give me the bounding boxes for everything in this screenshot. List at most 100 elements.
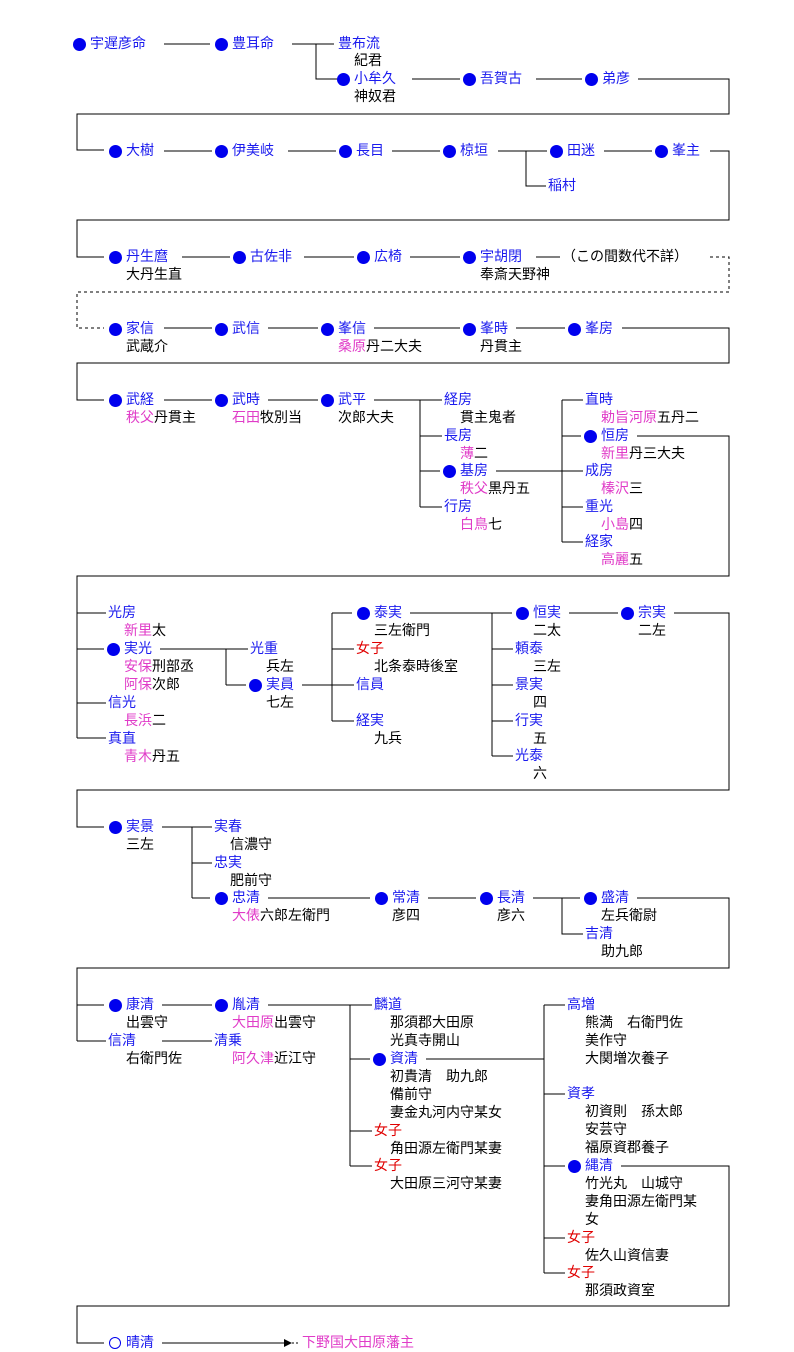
person-label: 稲村 bbox=[548, 177, 576, 195]
label-segment: 宗実 bbox=[638, 605, 666, 621]
label-segment: 勅旨河原 bbox=[601, 410, 657, 426]
label-segment: 胤清 bbox=[232, 997, 260, 1013]
person-label: 佐久山資信妻 bbox=[585, 1247, 669, 1265]
label-segment: 五 bbox=[629, 552, 643, 568]
person-label: 小島四 bbox=[601, 516, 643, 534]
label-segment: 五丹二 bbox=[657, 410, 699, 426]
person-label: 大関増次養子 bbox=[585, 1050, 669, 1068]
person-label: 福原資郡養子 bbox=[585, 1139, 669, 1157]
label-segment: 実景 bbox=[126, 819, 154, 835]
lineage-dot-icon bbox=[357, 607, 370, 620]
person-label: 三左 bbox=[533, 658, 561, 676]
label-segment: 那須政資室 bbox=[585, 1283, 655, 1299]
label-segment: 刑部丞 bbox=[152, 659, 194, 675]
person-label: 峯房 bbox=[585, 320, 613, 338]
lineage-dot-icon bbox=[480, 892, 493, 905]
person-label: 常清 bbox=[392, 889, 420, 907]
label-segment: 女子 bbox=[567, 1265, 595, 1281]
person-label: 大樹 bbox=[126, 142, 154, 160]
lineage-dot-icon bbox=[109, 394, 122, 407]
person-label: 神奴君 bbox=[354, 88, 396, 106]
person-label: 高麗五 bbox=[601, 551, 643, 569]
label-segment: 縄清 bbox=[585, 1158, 613, 1174]
person-label: 女子 bbox=[374, 1157, 402, 1175]
label-segment: 忠実 bbox=[214, 855, 242, 871]
lineage-dot-icon bbox=[373, 1053, 386, 1066]
label-segment: 実員 bbox=[266, 677, 294, 693]
label-segment: 長目 bbox=[356, 143, 384, 159]
person-label: 大丹生直 bbox=[126, 266, 182, 284]
person-label: 直時 bbox=[585, 391, 613, 409]
person-label: 女子 bbox=[567, 1264, 595, 1282]
label-segment: 備前守 bbox=[390, 1087, 432, 1103]
label-segment: 経房 bbox=[444, 392, 472, 408]
label-segment: 光真寺開山 bbox=[390, 1033, 460, 1049]
label-segment: 安保 bbox=[124, 659, 152, 675]
lineage-dot-icon bbox=[516, 607, 529, 620]
label-segment: 稲村 bbox=[548, 178, 576, 194]
label-segment: 家信 bbox=[126, 321, 154, 337]
person-label: 信清 bbox=[108, 1032, 136, 1050]
person-label: 武経 bbox=[126, 391, 154, 409]
label-segment: 下野国大田原藩主 bbox=[302, 1335, 414, 1351]
label-segment: 信員 bbox=[356, 677, 384, 693]
label-segment: 峯主 bbox=[672, 143, 700, 159]
person-label: 吉清 bbox=[585, 925, 613, 943]
person-label: 女子 bbox=[356, 640, 384, 658]
label-segment: 行房 bbox=[444, 499, 472, 515]
lineage-dot-icon bbox=[109, 999, 122, 1012]
label-segment: 六 bbox=[533, 766, 547, 782]
person-label: 女子 bbox=[374, 1122, 402, 1140]
person-label: 九兵 bbox=[374, 730, 402, 748]
person-label: 行房 bbox=[444, 498, 472, 516]
person-label: 石田牧別当 bbox=[232, 409, 302, 427]
label-segment: 二左 bbox=[638, 623, 666, 639]
person-label: 宇遅彦命 bbox=[90, 35, 146, 53]
label-segment: 新里 bbox=[601, 446, 629, 462]
label-segment: 秩父 bbox=[460, 481, 488, 497]
label-segment: 肥前守 bbox=[230, 873, 272, 889]
lineage-dot-icon bbox=[73, 38, 86, 51]
label-segment: 泰実 bbox=[374, 605, 402, 621]
person-label: 経家 bbox=[585, 533, 613, 551]
label-segment: 丹五 bbox=[152, 749, 180, 765]
person-label: 高増 bbox=[567, 996, 595, 1014]
person-label: 椋垣 bbox=[460, 142, 488, 160]
lineage-dot-icon bbox=[109, 251, 122, 264]
person-label: 那須郡大田原 bbox=[390, 1014, 474, 1032]
person-label: 女子 bbox=[567, 1229, 595, 1247]
lineage-dot-icon bbox=[233, 251, 246, 264]
label-segment: 峯時 bbox=[480, 321, 508, 337]
label-segment: 長房 bbox=[444, 428, 472, 444]
person-label: 丹貫主 bbox=[480, 338, 522, 356]
person-label: 忠清 bbox=[232, 889, 260, 907]
person-label: 基房 bbox=[460, 462, 488, 480]
label-segment: 妻角田源左衛門某 bbox=[585, 1194, 697, 1210]
label-segment: 基房 bbox=[460, 463, 488, 479]
lineage-dot-icon bbox=[215, 394, 228, 407]
label-segment: 二 bbox=[152, 713, 166, 729]
person-label: 行実 bbox=[515, 712, 543, 730]
label-segment: 大田原三河守某妻 bbox=[390, 1176, 502, 1192]
lineage-dot-icon bbox=[463, 251, 476, 264]
person-label: 峯時 bbox=[480, 320, 508, 338]
label-segment: 丹貫主 bbox=[480, 339, 522, 355]
person-label: 光泰 bbox=[515, 747, 543, 765]
person-label: 古佐非 bbox=[250, 248, 292, 266]
label-segment: 美作守 bbox=[585, 1033, 627, 1049]
label-segment: 成房 bbox=[585, 463, 613, 479]
label-segment: 武信 bbox=[232, 321, 260, 337]
person-label: 田迷 bbox=[567, 142, 595, 160]
label-segment: 阿保 bbox=[124, 677, 152, 693]
label-segment: 武蔵介 bbox=[126, 339, 168, 355]
label-segment: 豊布流 bbox=[338, 36, 380, 52]
label-segment: 七 bbox=[488, 517, 502, 533]
label-segment: 常清 bbox=[392, 890, 420, 906]
person-label: 勅旨河原五丹二 bbox=[601, 409, 699, 427]
label-segment: 高麗 bbox=[601, 552, 629, 568]
label-segment: 景実 bbox=[515, 677, 543, 693]
person-label: 資清 bbox=[390, 1050, 418, 1068]
person-label: 長清 bbox=[497, 889, 525, 907]
label-segment: 直時 bbox=[585, 392, 613, 408]
person-label: 恒実 bbox=[533, 604, 561, 622]
